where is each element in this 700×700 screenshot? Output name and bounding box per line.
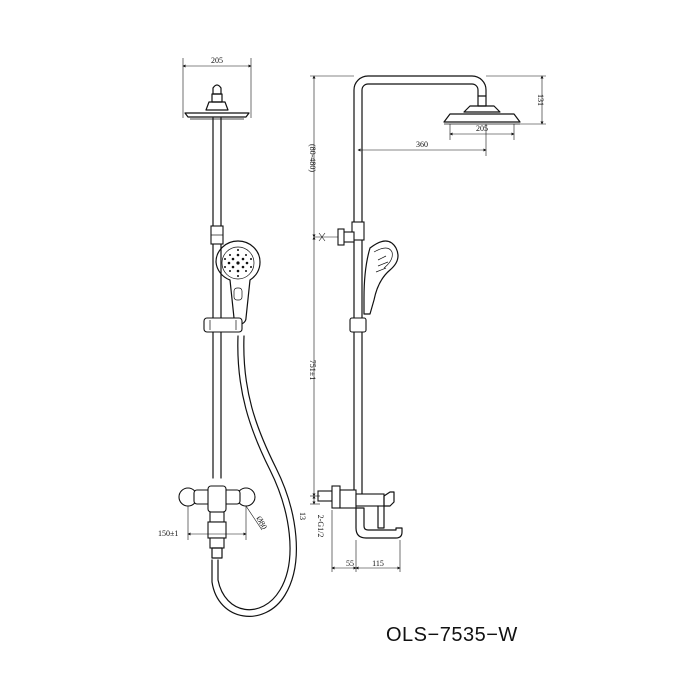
overall-height-dimension: (80-480) 751±1 [308,75,354,497]
arm-length-dimension: 360 [357,124,487,156]
spout-dimensions: 55 115 [331,510,401,572]
spout-length-label: 115 [372,559,384,568]
arm-length-label: 360 [416,140,428,149]
model-number: OLS−7535−W [386,624,518,646]
spray-nozzles [224,249,252,277]
adjust-range-label: (80-480) [308,144,317,172]
front-head-width-label: 205 [211,56,223,65]
shower-hose-front [211,335,297,617]
front-offset-dimension: 150±1 [158,506,247,540]
side-head-width-dimension: 205 [449,124,515,140]
hand-shower-front [215,240,261,325]
riser-and-arm-side [351,75,487,501]
rain-shower-head-front [184,84,250,120]
side-view: 131 205 360 [298,75,546,572]
overall-height-label: 751±1 [308,360,317,380]
front-head-width-dimension: 205 [182,56,252,118]
front-view: 205 [158,56,297,617]
slide-holder-front [203,317,243,333]
hose-diameter-label: Ø80 [254,515,269,531]
side-head-width-label: 205 [476,124,488,133]
inlet-label: 13 [298,512,307,520]
head-height-label: 131 [536,94,545,106]
inlet-dimension: 13 2-G1/2 [298,495,325,538]
hose-diameter-dimension: Ø80 [245,505,269,531]
mixer-side [317,485,403,539]
hand-shower-side [363,240,399,315]
thread-label: 2-G1/2 [316,515,325,538]
slide-holder-side [349,317,367,333]
front-offset-label: 150±1 [158,529,178,538]
rain-shower-head-side [443,95,521,125]
riser-pipe-front [210,117,224,479]
mixer-front [178,485,256,559]
spout-gap-label: 55 [346,559,354,568]
upper-wall-bracket-side [314,228,355,246]
head-height-dimension: 131 [486,75,546,125]
